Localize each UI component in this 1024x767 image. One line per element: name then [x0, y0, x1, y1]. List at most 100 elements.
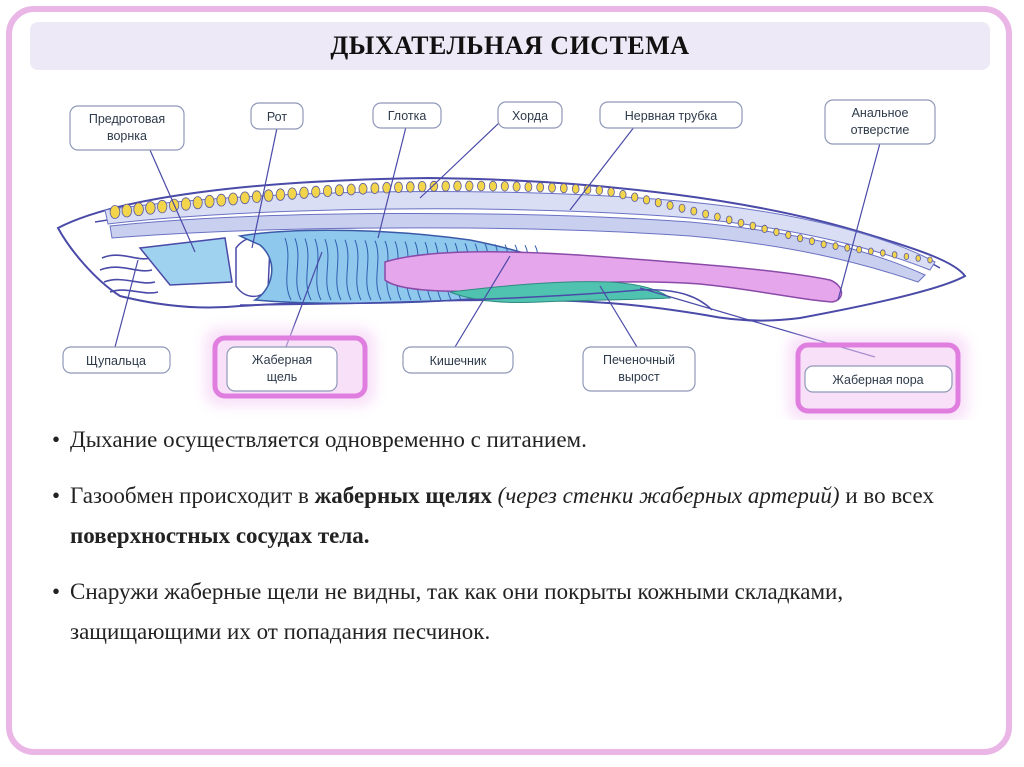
segment-dot — [879, 249, 886, 257]
segment-dot — [145, 201, 156, 215]
segment-dot — [808, 237, 815, 246]
segment-dot — [275, 188, 286, 201]
segment-dot — [500, 181, 509, 192]
bullet-list: • Дыхание осуществляется одновременно с … — [52, 420, 982, 668]
segment-dot — [370, 182, 380, 195]
segment-dot — [548, 182, 556, 193]
segment-dot — [216, 193, 227, 207]
segment-dot — [761, 224, 768, 233]
segment-dot — [287, 187, 297, 200]
segment-dot — [631, 192, 639, 202]
svg-text:Печеночный: Печеночный — [603, 353, 675, 367]
bullet-text-segment: Газообмен происходит в — [70, 483, 315, 508]
gill-bar — [334, 239, 342, 301]
segment-dot — [465, 180, 474, 192]
label-anus: Анальное отверстие — [824, 99, 936, 145]
segment-dot — [358, 183, 368, 195]
segment-dot — [725, 215, 733, 225]
segment-dots — [109, 180, 933, 264]
bullet-text-segment: жаберных щелях — [314, 483, 492, 508]
bullet-item-2: • Газообмен происходит в жаберных щелях … — [52, 476, 982, 556]
liver-outgrowth-shape — [449, 281, 672, 303]
segment-dot — [311, 185, 321, 198]
svg-text:Анальное: Анальное — [852, 106, 909, 120]
svg-text:Жаберная пора: Жаберная пора — [832, 373, 923, 387]
label-preoral-funnel: Предротовая ворнка — [69, 105, 185, 151]
bullet-text-segment: Снаружи жаберные щели не видны, так как … — [70, 579, 844, 644]
label-mouth: Рот — [250, 102, 304, 130]
slide-frame — [6, 6, 1012, 755]
segment-dot — [263, 189, 274, 202]
gill-slit-frame — [212, 335, 368, 399]
segment-dot — [180, 197, 191, 211]
segment-dot — [109, 205, 121, 219]
segment-dot — [796, 234, 804, 243]
label-notochord: Хорда — [497, 101, 563, 129]
segment-dot — [346, 183, 356, 196]
svg-text:Хорда: Хорда — [512, 109, 548, 123]
svg-text:щель: щель — [267, 370, 298, 384]
bullet-text: Газообмен происходит в жаберных щелях (ч… — [70, 476, 982, 556]
segment-dot — [915, 254, 921, 262]
segment-dot — [891, 251, 898, 259]
segment-dot — [654, 198, 662, 208]
segment-dot — [737, 218, 745, 228]
svg-text:Глотка: Глотка — [388, 109, 427, 123]
segment-dot — [678, 203, 686, 213]
segment-dot — [251, 190, 262, 204]
segment-dot — [927, 256, 933, 264]
label-nerve-tube: Нервная трубка — [599, 101, 743, 129]
svg-text:Рот: Рот — [267, 110, 287, 124]
label-tentacles: Щупальца — [62, 346, 171, 374]
segment-dot — [571, 183, 580, 194]
gill-bar — [374, 240, 382, 301]
segment-dot — [477, 180, 486, 192]
bullet-text: Дыхание осуществляется одновременно с пи… — [70, 420, 982, 460]
bullet-item-1: • Дыхание осуществляется одновременно с … — [52, 420, 982, 460]
segment-dot — [559, 183, 568, 194]
page-title: ДЫХАТЕЛЬНАЯ СИСТЕМА — [330, 31, 690, 60]
segment-dot — [595, 185, 603, 196]
segment-dot — [441, 180, 450, 192]
gill-bar — [344, 239, 352, 301]
gill-bar — [304, 238, 312, 301]
segment-dot — [856, 245, 862, 254]
gill-pore-frame — [795, 342, 961, 414]
segment-dot — [192, 196, 203, 210]
label-pharynx: Глотка — [372, 102, 442, 129]
segment-dot — [903, 252, 910, 260]
notochord-shape — [109, 212, 926, 283]
segment-dot — [714, 212, 721, 222]
segment-dot — [334, 184, 344, 197]
segment-dot — [785, 231, 792, 240]
segment-dot — [536, 182, 545, 193]
segment-dot — [417, 181, 427, 193]
atrium-line — [239, 289, 713, 311]
segment-dot — [583, 184, 592, 195]
nerve-tube-shape — [104, 191, 936, 271]
segment-dot — [749, 221, 756, 231]
segment-dot — [512, 181, 521, 192]
segment-dot — [453, 180, 462, 192]
segment-dot — [228, 192, 239, 206]
label-gill-slit: Жаберная щель — [226, 346, 338, 392]
segment-dot — [868, 247, 874, 255]
bullet-dot: • — [52, 483, 61, 508]
segment-dot — [204, 194, 215, 208]
bullet-text-segment: поверхностных сосудах тела. — [70, 523, 370, 548]
bullet-dot: • — [52, 427, 61, 452]
lancelet-diagram: Предротовая ворнка Рот Глотка Хорда Нерв… — [56, 99, 968, 420]
svg-text:Кишечник: Кишечник — [430, 354, 487, 368]
segment-dot — [844, 244, 851, 252]
gill-bar — [364, 240, 372, 301]
svg-text:Жаберная: Жаберная — [252, 353, 312, 367]
segment-dot — [322, 184, 333, 197]
gill-bar — [294, 238, 302, 301]
bullet-text: Снаружи жаберные щели не видны, так как … — [70, 572, 982, 652]
preoral-funnel-shape — [138, 237, 233, 286]
svg-text:ворнка: ворнка — [107, 129, 147, 143]
label-liver-outgrowth: Печеночный вырост — [582, 346, 696, 392]
bullet-text-segment: (через стенки жаберных артерий) — [491, 483, 840, 508]
gill-bar — [324, 239, 332, 301]
segment-dot — [666, 200, 674, 210]
